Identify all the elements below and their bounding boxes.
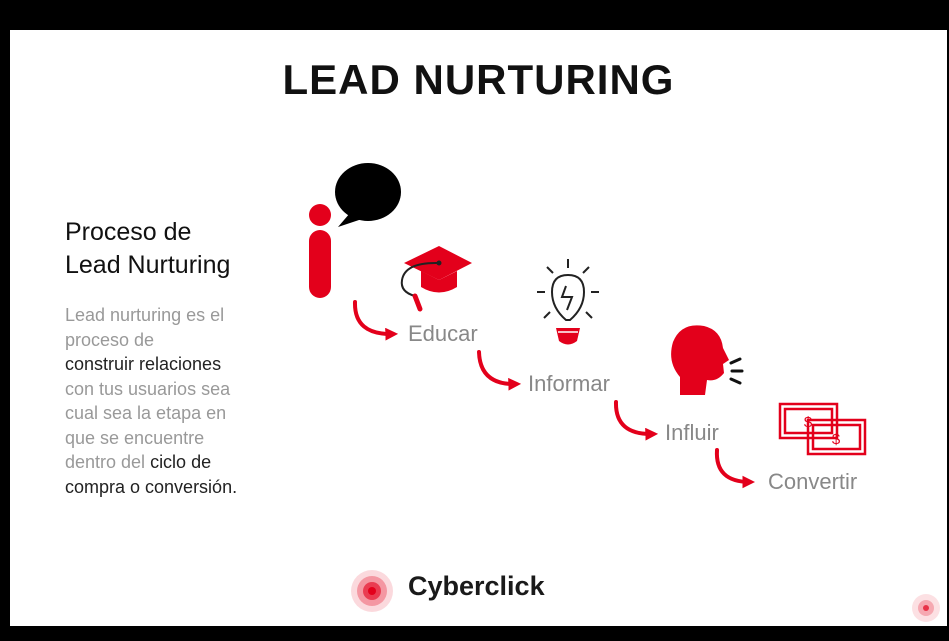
step-informar: Informar xyxy=(528,371,610,396)
person-speaking-icon xyxy=(309,163,401,298)
desc-line: con tus usuarios sea xyxy=(65,378,231,399)
desc-line: que se encuentre xyxy=(65,427,205,448)
process-title-line2: Lead Nurturing xyxy=(65,251,231,279)
process-diagram: $ $ xyxy=(309,163,940,622)
desc-line: dentro del ciclo de xyxy=(65,450,285,475)
desc-line: proceso de xyxy=(65,329,155,350)
arrow-icon xyxy=(477,350,522,391)
step-educar: Educar xyxy=(408,321,478,346)
desc-text: dentro del xyxy=(65,452,151,472)
graduation-cap-icon xyxy=(400,246,472,312)
money-bills-icon xyxy=(778,402,867,456)
desc-line-highlight: compra o conversión. xyxy=(65,476,238,497)
process-title-line1: Proceso de xyxy=(65,218,192,246)
arrow-icon xyxy=(613,400,659,441)
process-title: Proceso de Lead Nurturing xyxy=(65,216,230,282)
desc-highlight: ciclo de xyxy=(150,452,212,472)
step-convertir: Convertir xyxy=(768,469,858,494)
desc-line-highlight: construir relaciones xyxy=(65,354,222,374)
dollar-sign-icon: $ xyxy=(832,431,841,448)
desc-line: cual sea la etapa en xyxy=(65,403,227,423)
arrow-icon xyxy=(352,300,399,341)
speaking-head-icon xyxy=(671,325,744,395)
dollar-sign-icon: $ xyxy=(804,414,813,431)
step-influir: Influir xyxy=(665,420,719,445)
brand-name: Cyberclick xyxy=(408,571,545,601)
cyberclick-logo-icon xyxy=(351,570,393,612)
watermark-logo-icon xyxy=(912,594,940,622)
arrow-icon xyxy=(714,448,756,489)
light-bulb-icon xyxy=(537,259,599,345)
desc-line: Lead nurturing es el xyxy=(65,305,225,325)
description: Lead nurturing es el proceso de construi… xyxy=(65,303,285,499)
slide: LEAD NURTURING Proceso de Lead Nurturing… xyxy=(10,30,947,626)
page-title: LEAD NURTURING xyxy=(282,56,675,103)
